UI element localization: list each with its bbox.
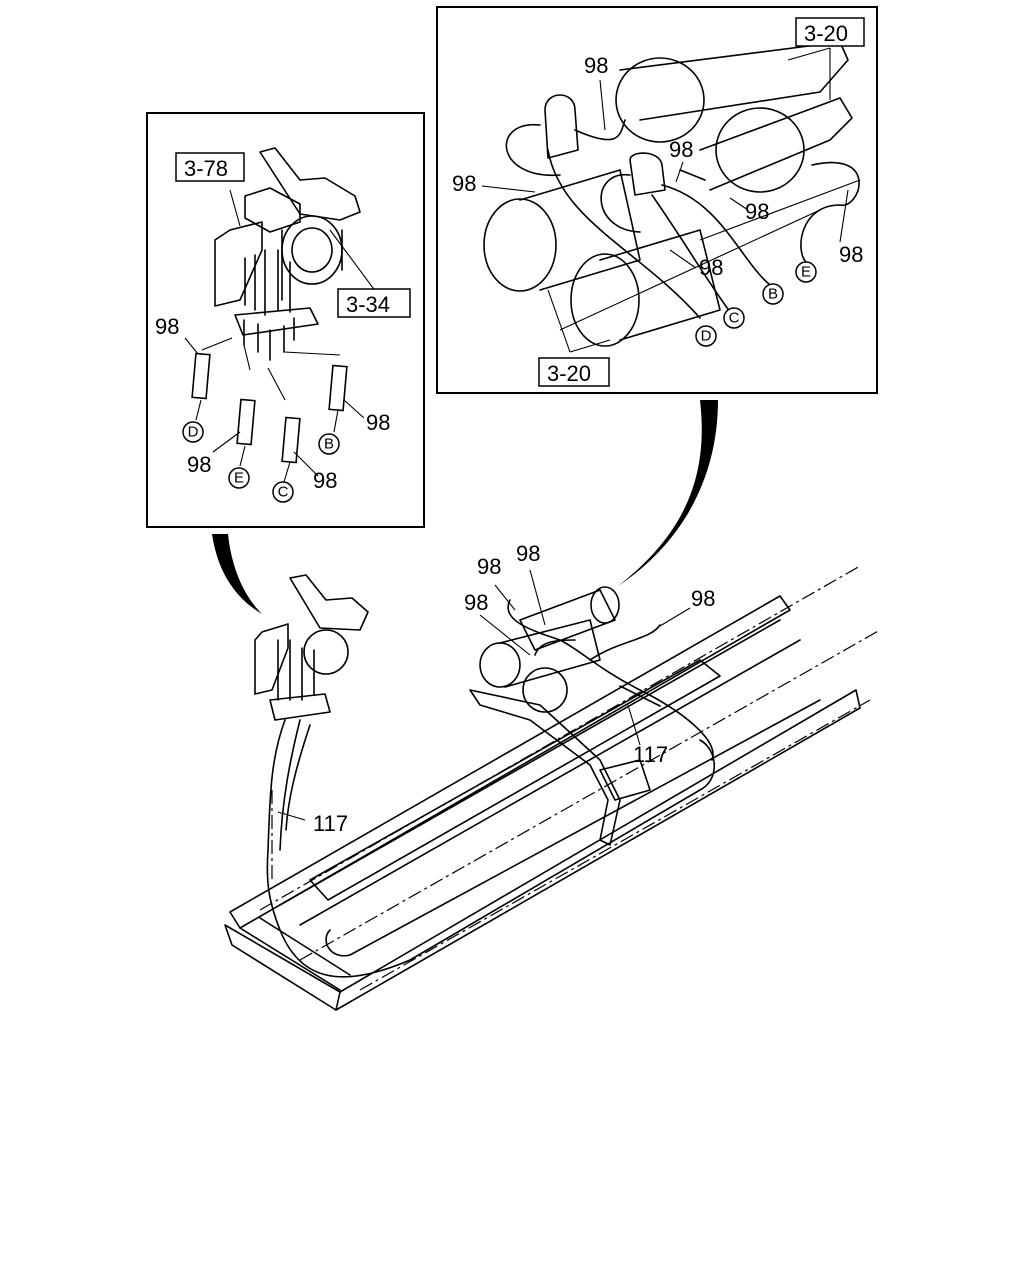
air-tanks-drawing	[481, 41, 861, 353]
part-98-label: 98	[745, 199, 769, 224]
connector-c-letter: C	[729, 310, 740, 327]
chassis-frame-drawing	[224, 565, 881, 1011]
ref-box-3-34	[337, 288, 411, 318]
connector-c-marker	[272, 481, 294, 503]
ref-label-3-34: 3-34	[346, 292, 390, 317]
connector-c-letter: C	[278, 484, 289, 501]
connector-b-marker	[762, 283, 784, 305]
connector-b-letter: B	[324, 436, 334, 453]
connector-b-letter: B	[768, 286, 778, 303]
valve-detail-inset: 3-78 3-34 98 98 98 98 D E C B	[146, 112, 425, 528]
hose-c	[281, 416, 301, 464]
part-98-label: 98	[669, 137, 693, 162]
ref-label-3-20: 3-20	[547, 361, 591, 386]
part-98-label: 98	[516, 541, 540, 566]
connector-e-letter: E	[801, 264, 811, 281]
part-117-label: 117	[633, 742, 668, 767]
connector-d-letter: D	[188, 424, 199, 441]
hose-d	[191, 352, 211, 400]
hose-e	[236, 398, 256, 446]
part-98-label: 98	[313, 468, 337, 493]
part-98-label: 98	[691, 586, 715, 611]
connector-c-marker	[723, 307, 745, 329]
ref-label-3-78: 3-78	[184, 156, 228, 181]
connector-e-marker	[228, 467, 250, 489]
connector-b-marker	[318, 433, 340, 455]
ref-box-3-20-top	[795, 17, 865, 47]
connector-d-marker	[182, 421, 204, 443]
ref-label-3-20: 3-20	[804, 21, 848, 46]
part-98-label: 98	[452, 171, 476, 196]
part-117-label: 117	[313, 811, 348, 836]
part-98-label: 98	[699, 255, 723, 280]
part-98-label: 98	[477, 554, 501, 579]
valve-assembly-drawing	[201, 147, 383, 401]
right-pointer-arrow	[618, 400, 718, 586]
tank-detail-inset: 3-20 3-20 98 98 98 98 98 98 D C B E	[436, 6, 878, 394]
part-98-label: 98	[155, 314, 179, 339]
connector-e-letter: E	[234, 470, 244, 487]
part-98-label: 98	[366, 410, 390, 435]
connector-d-letter: D	[701, 328, 712, 345]
connector-d-marker	[695, 325, 717, 347]
ref-box-3-78	[175, 152, 245, 182]
part-98-label: 98	[464, 590, 488, 615]
part-98-label: 98	[584, 53, 608, 78]
part-98-label: 98	[187, 452, 211, 477]
connector-e-marker	[795, 261, 817, 283]
hose-b	[328, 364, 348, 412]
left-pointer-arrow	[212, 534, 262, 614]
ref-box-3-20-bottom	[538, 357, 610, 387]
part-98-label: 98	[839, 242, 863, 267]
